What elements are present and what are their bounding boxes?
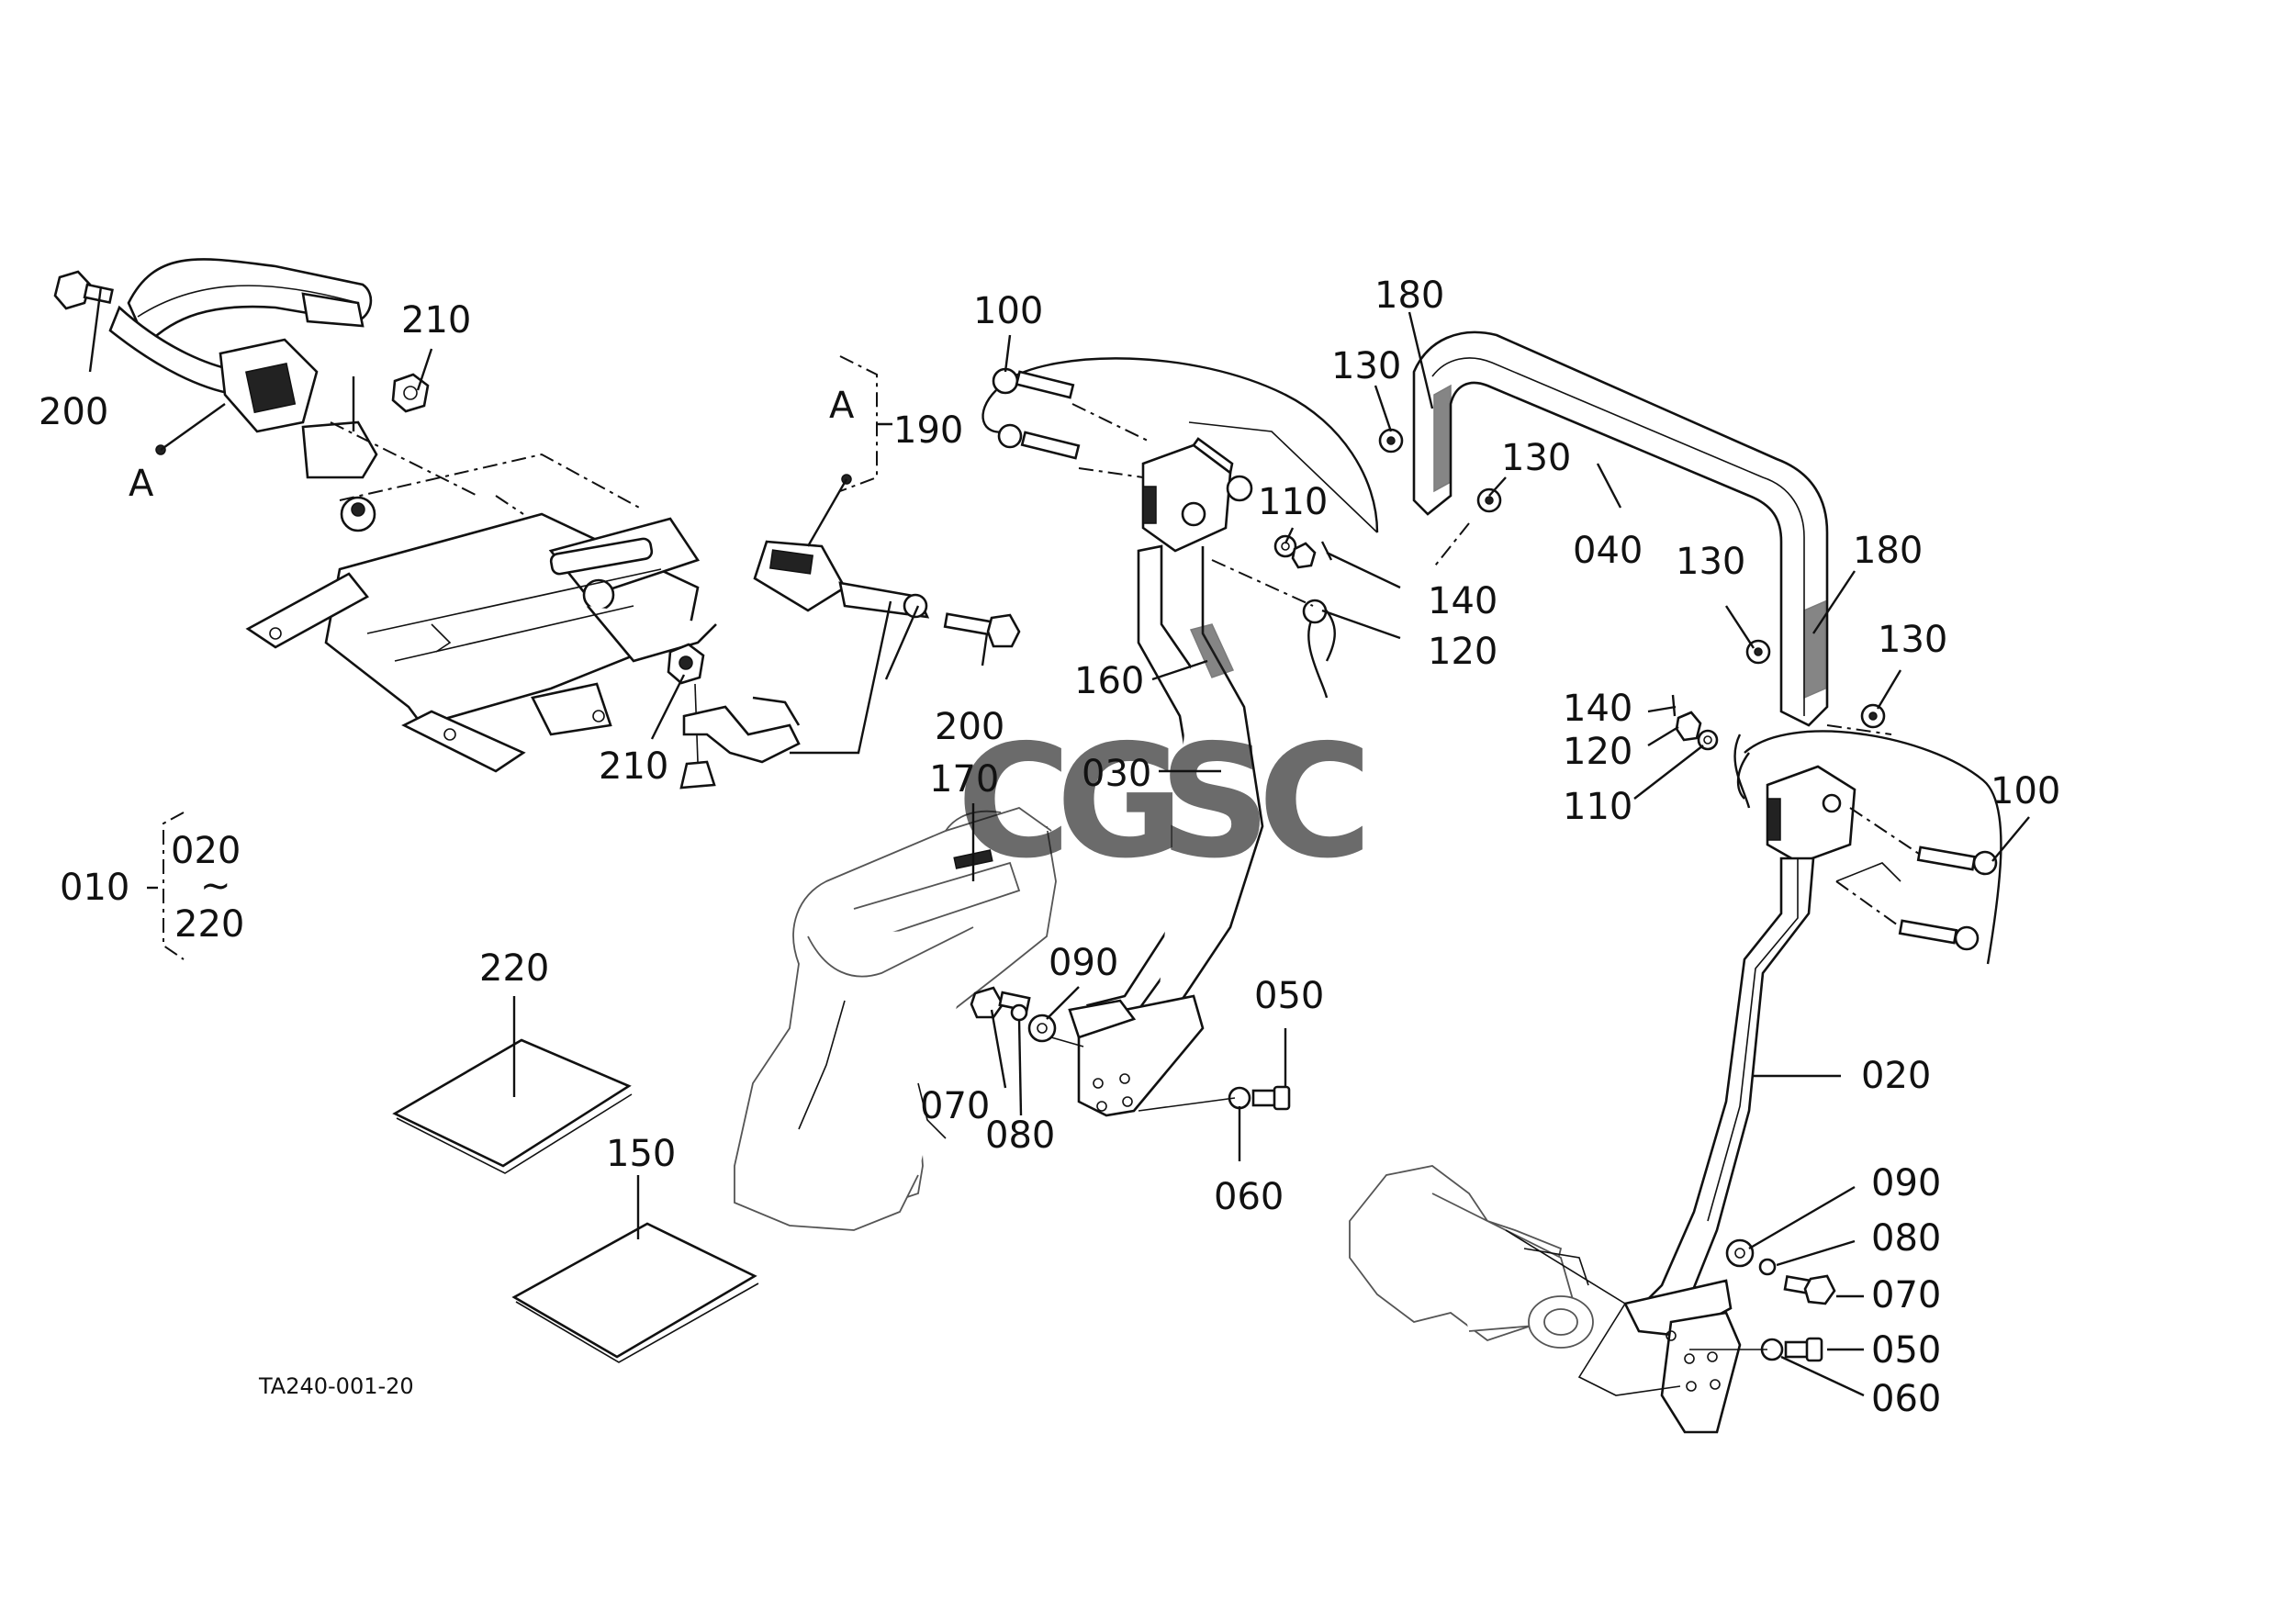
label-020-range: 020 [171,830,241,872]
label-180-right: 180 [1853,530,1923,572]
reference-bracket-a [839,355,892,492]
watermark-letter-2: G [1056,711,1184,893]
label-130-d: 130 [1878,619,1947,661]
watermark-logo: C G S C [957,711,1373,893]
label-050-right: 050 [1871,1329,1941,1372]
label-100-right: 100 [1991,770,2060,812]
label-130-a: 130 [1331,345,1401,387]
label-210-top: 210 [401,299,471,342]
rops-top-frame-040 [1378,330,1892,735]
hardware-050-060-left [1138,1085,1291,1112]
label-190: 190 [893,409,963,452]
label-160: 160 [1074,660,1144,702]
label-060-right: 060 [1871,1378,1941,1420]
label-090-left: 090 [1049,942,1118,984]
label-130-c: 130 [1676,541,1745,583]
bolt-200-left [53,270,114,310]
label-170: 170 [929,758,999,801]
label-100-left: 100 [973,290,1043,332]
label-010: 010 [60,867,129,909]
watermark-letter-3: S [1159,711,1271,893]
lynch-pin-cable-right [1736,730,2002,965]
leader-lines [88,286,2030,1397]
nut-210-top [391,373,430,413]
label-ref-a-box: A [829,385,855,427]
label-210-mid: 210 [599,745,668,788]
parts-book-150 [511,1222,759,1363]
label-220-range: 220 [174,903,244,946]
hardware-110-120-140-right [1671,694,1751,809]
hardware-070-080-090-left [970,986,1084,1047]
rops-right-pillar-020 [1623,765,1856,1434]
part-labels: 200 210 A A 190 200 210 010 020 ~ 220 22… [39,274,2060,1420]
label-140-left: 140 [1428,580,1497,622]
label-220: 220 [479,947,549,990]
label-090-right: 090 [1871,1162,1941,1204]
label-200-left: 200 [39,391,108,433]
label-120-left: 120 [1428,631,1497,673]
watermark-letter-1: C [957,711,1071,893]
watermark-letter-4: C [1258,711,1373,893]
label-030: 030 [1082,753,1151,795]
transmission-housing [1349,1165,1681,1396]
seat-base-frame [245,421,717,773]
label-080-left: 080 [985,1114,1055,1157]
fender-cover-170 [734,807,1057,1231]
hardware-070-080-090-right [1725,1238,1836,1305]
label-070-left: 070 [920,1085,990,1127]
label-080-right: 080 [1871,1217,1941,1260]
label-130-b: 130 [1501,437,1571,479]
label-040: 040 [1573,530,1643,572]
label-060-left: 060 [1214,1176,1284,1218]
seat-belt-latch-assembly [682,474,1021,764]
label-110-left: 110 [1258,481,1328,523]
diagram-code: TA240-001-20 [258,1373,414,1399]
seat-belt-assembly [53,258,430,532]
nut-210-mid [667,643,716,790]
label-140-right: 140 [1563,688,1632,730]
label-020: 020 [1861,1055,1931,1097]
label-ref-a-left: A [129,463,154,505]
operator-manual-220 [392,1038,633,1174]
label-120-right: 120 [1563,731,1632,773]
label-200-mid: 200 [935,706,1004,748]
label-070-right: 070 [1871,1274,1941,1316]
label-110-right: 110 [1563,786,1632,828]
label-tilde: ~ [200,865,231,907]
bolt-200-mid [943,612,1021,648]
label-150: 150 [606,1133,676,1175]
lynch-pin-cable-left [981,357,1379,533]
rops-left-pillar-030 [1068,437,1264,1117]
hardware-050-060-right [1689,1337,1823,1362]
label-050-left: 050 [1254,975,1324,1017]
label-180-top: 180 [1374,274,1444,317]
hardware-110-120-140-left [1211,534,1336,699]
